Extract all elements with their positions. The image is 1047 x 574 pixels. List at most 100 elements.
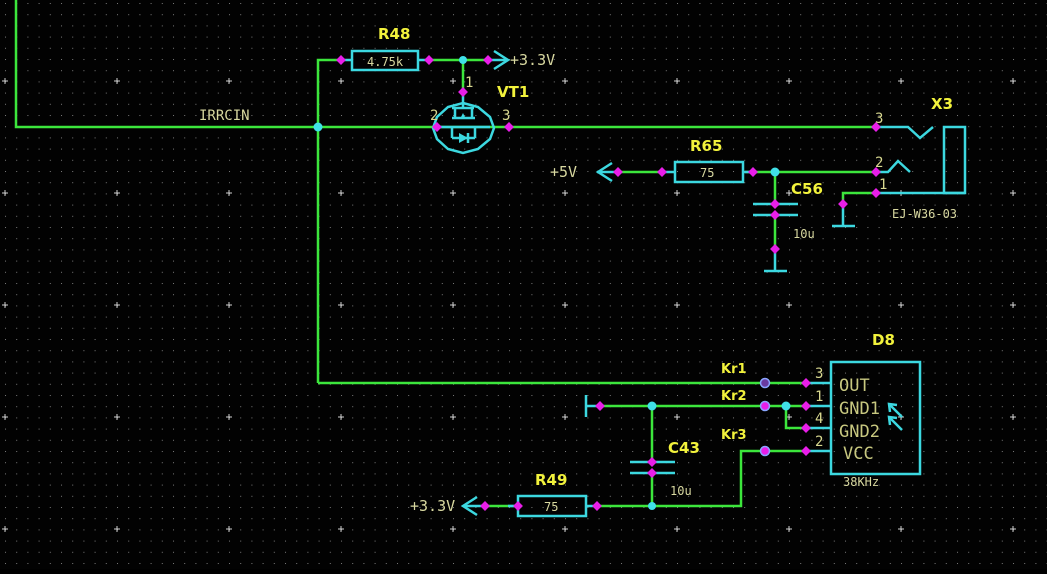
- grid-cross: [674, 190, 680, 196]
- power-label-5v: +5V: [550, 163, 577, 181]
- vt1-pin1-label: 1: [465, 75, 473, 91]
- pin-dot: [592, 501, 602, 511]
- grid-cross: [1010, 526, 1016, 532]
- port-kr1-label[interactable]: Kr1: [721, 362, 747, 377]
- grid-cross: [114, 414, 120, 420]
- grid-cross: [226, 302, 232, 308]
- port-kr3-marker: [759, 445, 771, 457]
- grid-cross: [898, 302, 904, 308]
- power-port-3v3-top[interactable]: +3.3V: [488, 49, 555, 71]
- port-kr1-marker: [759, 377, 771, 389]
- d8-pin2-num: 2: [815, 434, 823, 450]
- junction-c43: [647, 401, 657, 411]
- grid-cross: [786, 78, 792, 84]
- grid-cross: [562, 526, 568, 532]
- d8-pin1-num: 1: [815, 389, 823, 405]
- d8-pin4-num: 4: [815, 411, 823, 427]
- grid-cross: [114, 190, 120, 196]
- grid-cross: [674, 302, 680, 308]
- grid-cross: [562, 414, 568, 420]
- grid-cross: [674, 78, 680, 84]
- grid-cross: [338, 414, 344, 420]
- grid-cross: [114, 78, 120, 84]
- grid-cross: [2, 414, 8, 420]
- pin-dot: [871, 188, 881, 198]
- grid-cross: [2, 302, 8, 308]
- r49-ref: R49: [535, 471, 567, 489]
- ic-d8[interactable]: D8 3 1 4 2 OUT GND1 GND2 VCC 38KHz: [806, 331, 922, 489]
- x3-value: EJ-W36-03: [892, 207, 957, 221]
- r49-value: 75: [544, 500, 558, 514]
- pin-dot: [770, 210, 780, 220]
- x3-ref: X3: [931, 95, 953, 113]
- grid-cross: [226, 526, 232, 532]
- vt1-pin3-label: 3: [502, 108, 510, 124]
- grid-cross: [786, 302, 792, 308]
- x3-pin1-label: 1: [879, 177, 887, 193]
- pin-dot: [871, 122, 881, 132]
- connector-x3[interactable]: X3 3 2 1 EJ-W36-03: [832, 95, 967, 228]
- c56-value: 10u: [793, 227, 815, 241]
- x3-pin2-label: 2: [875, 155, 883, 171]
- c43-value: 10u: [670, 484, 692, 498]
- d8-pin-gnd2: GND2: [839, 422, 880, 442]
- grid-cross: [450, 414, 456, 420]
- junction-gnd: [781, 401, 791, 411]
- pin-dot: [513, 501, 523, 511]
- pin-dot: [801, 446, 811, 456]
- port-kr2-marker: [759, 400, 771, 412]
- d8-pin-out: OUT: [839, 376, 870, 396]
- d8-pin-vcc: VCC: [843, 444, 874, 464]
- junction-3v3: [459, 56, 467, 64]
- pin-dot: [748, 167, 758, 177]
- capacitor-c56[interactable]: C56 10u: [753, 180, 823, 273]
- grid-cross: [114, 526, 120, 532]
- power-label-3v3-top: +3.3V: [510, 51, 555, 69]
- pin-dot: [480, 501, 490, 511]
- r48-ref: R48: [378, 25, 410, 43]
- d8-ref: D8: [872, 331, 895, 349]
- grid-cross: [450, 190, 456, 196]
- r48-value: 4.75k: [367, 55, 404, 69]
- grid-cross: [2, 190, 8, 196]
- pin-dot: [613, 167, 623, 177]
- net-label-irrcin[interactable]: IRRCIN: [199, 108, 250, 124]
- pin-dot: [770, 199, 780, 209]
- vt1-pin2-label: 2: [430, 108, 438, 124]
- pin-dot: [801, 378, 811, 388]
- grid-cross: [898, 526, 904, 532]
- wire-kr3-vcc: [597, 449, 806, 508]
- transistor-vt1[interactable]: 1 2 3 VT1: [430, 75, 529, 155]
- power-port-3v3-bottom[interactable]: +3.3V: [410, 495, 485, 517]
- grid-cross: [450, 526, 456, 532]
- wire-irrcin: [14, 0, 876, 129]
- grid-cross: [898, 78, 904, 84]
- power-port-5v[interactable]: +5V: [550, 161, 618, 183]
- wire-gnd2: [784, 406, 806, 430]
- c56-ref: C56: [791, 180, 823, 198]
- pin-dot: [801, 401, 811, 411]
- pin-dot: [647, 468, 657, 478]
- r65-value: 75: [700, 166, 714, 180]
- grid-cross: [786, 190, 792, 196]
- grid-cross: [1010, 302, 1016, 308]
- grid-cross: [226, 190, 232, 196]
- pin-dots: [336, 55, 881, 511]
- wires: [14, 0, 876, 508]
- grid-cross: [1010, 190, 1016, 196]
- grid-cross: [226, 78, 232, 84]
- grid-cross: [2, 526, 8, 532]
- grid-cross: [562, 302, 568, 308]
- grid-crosses: [2, 78, 1016, 532]
- port-kr2-label[interactable]: Kr2: [721, 389, 747, 404]
- grid-cross: [1010, 78, 1016, 84]
- grid-cross: [338, 190, 344, 196]
- grid-cross: [674, 526, 680, 532]
- grid-cross: [2, 78, 8, 84]
- pin-dot: [770, 244, 780, 254]
- d8-pin-gnd1: GND1: [839, 399, 880, 419]
- port-kr3-label[interactable]: Kr3: [721, 428, 747, 443]
- junctions: [313, 56, 791, 510]
